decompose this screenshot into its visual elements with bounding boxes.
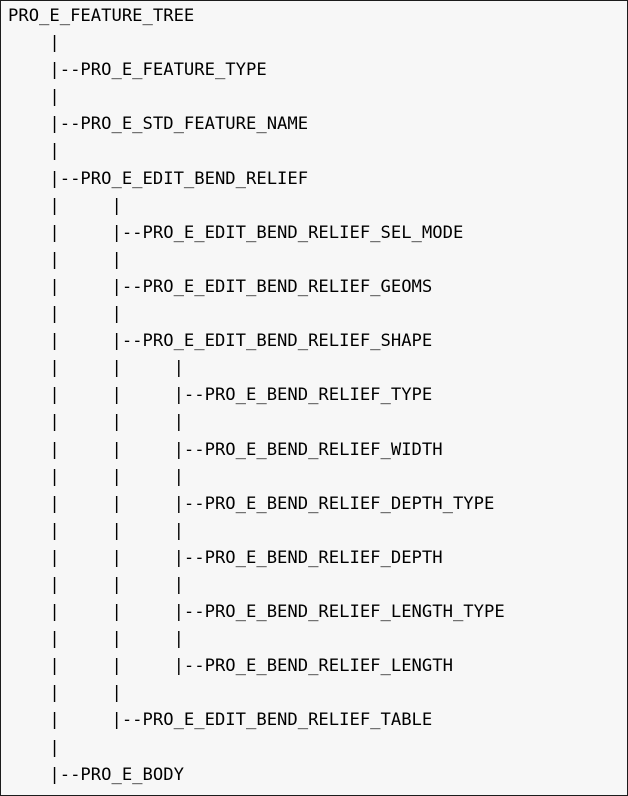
feature-tree-listing: PRO_E_FEATURE_TREE | |--PRO_E_FEATURE_TY… — [8, 3, 505, 789]
tree-line: | | | — [8, 629, 184, 650]
tree-line: | |--PRO_E_EDIT_BEND_RELIEF_SEL_MODE — [8, 222, 464, 243]
tree-line: | | |--PRO_E_BEND_RELIEF_LENGTH — [8, 656, 453, 677]
tree-line: | | |--PRO_E_BEND_RELIEF_DEPTH — [8, 547, 443, 568]
tree-line: | — [8, 141, 60, 162]
tree-line: | — [8, 33, 60, 54]
tree-line: | | |--PRO_E_BEND_RELIEF_TYPE — [8, 385, 433, 406]
tree-line: | — [8, 87, 60, 108]
tree-line: |--PRO_E_STD_FEATURE_NAME — [8, 114, 309, 135]
tree-line: | | | — [8, 574, 184, 595]
tree-root-line: PRO_E_FEATURE_TREE — [8, 6, 195, 26]
tree-line: | | — [8, 195, 122, 216]
tree-line: | | |--PRO_E_BEND_RELIEF_LENGTH_TYPE — [8, 602, 505, 623]
tree-line: | | |--PRO_E_BEND_RELIEF_WIDTH — [8, 439, 443, 460]
tree-line: | | | — [8, 520, 184, 541]
tree-line: | — [8, 737, 60, 758]
tree-line: | | — [8, 683, 122, 704]
tree-line: | |--PRO_E_EDIT_BEND_RELIEF_GEOMS — [8, 276, 433, 297]
tree-line: | | | — [8, 412, 184, 433]
tree-line: |--PRO_E_BODY — [8, 764, 184, 785]
tree-line: | | — [8, 249, 122, 270]
tree-line: |--PRO_E_EDIT_BEND_RELIEF — [8, 168, 309, 189]
tree-line: | | — [8, 304, 122, 325]
tree-line: | |--PRO_E_EDIT_BEND_RELIEF_SHAPE — [8, 331, 433, 352]
tree-line: | | | — [8, 466, 184, 487]
tree-line: | | |--PRO_E_BEND_RELIEF_DEPTH_TYPE — [8, 493, 495, 514]
tree-line: | |--PRO_E_EDIT_BEND_RELIEF_TABLE — [8, 710, 433, 731]
tree-line: | | | — [8, 358, 184, 379]
tree-line: |--PRO_E_FEATURE_TYPE — [8, 60, 267, 81]
